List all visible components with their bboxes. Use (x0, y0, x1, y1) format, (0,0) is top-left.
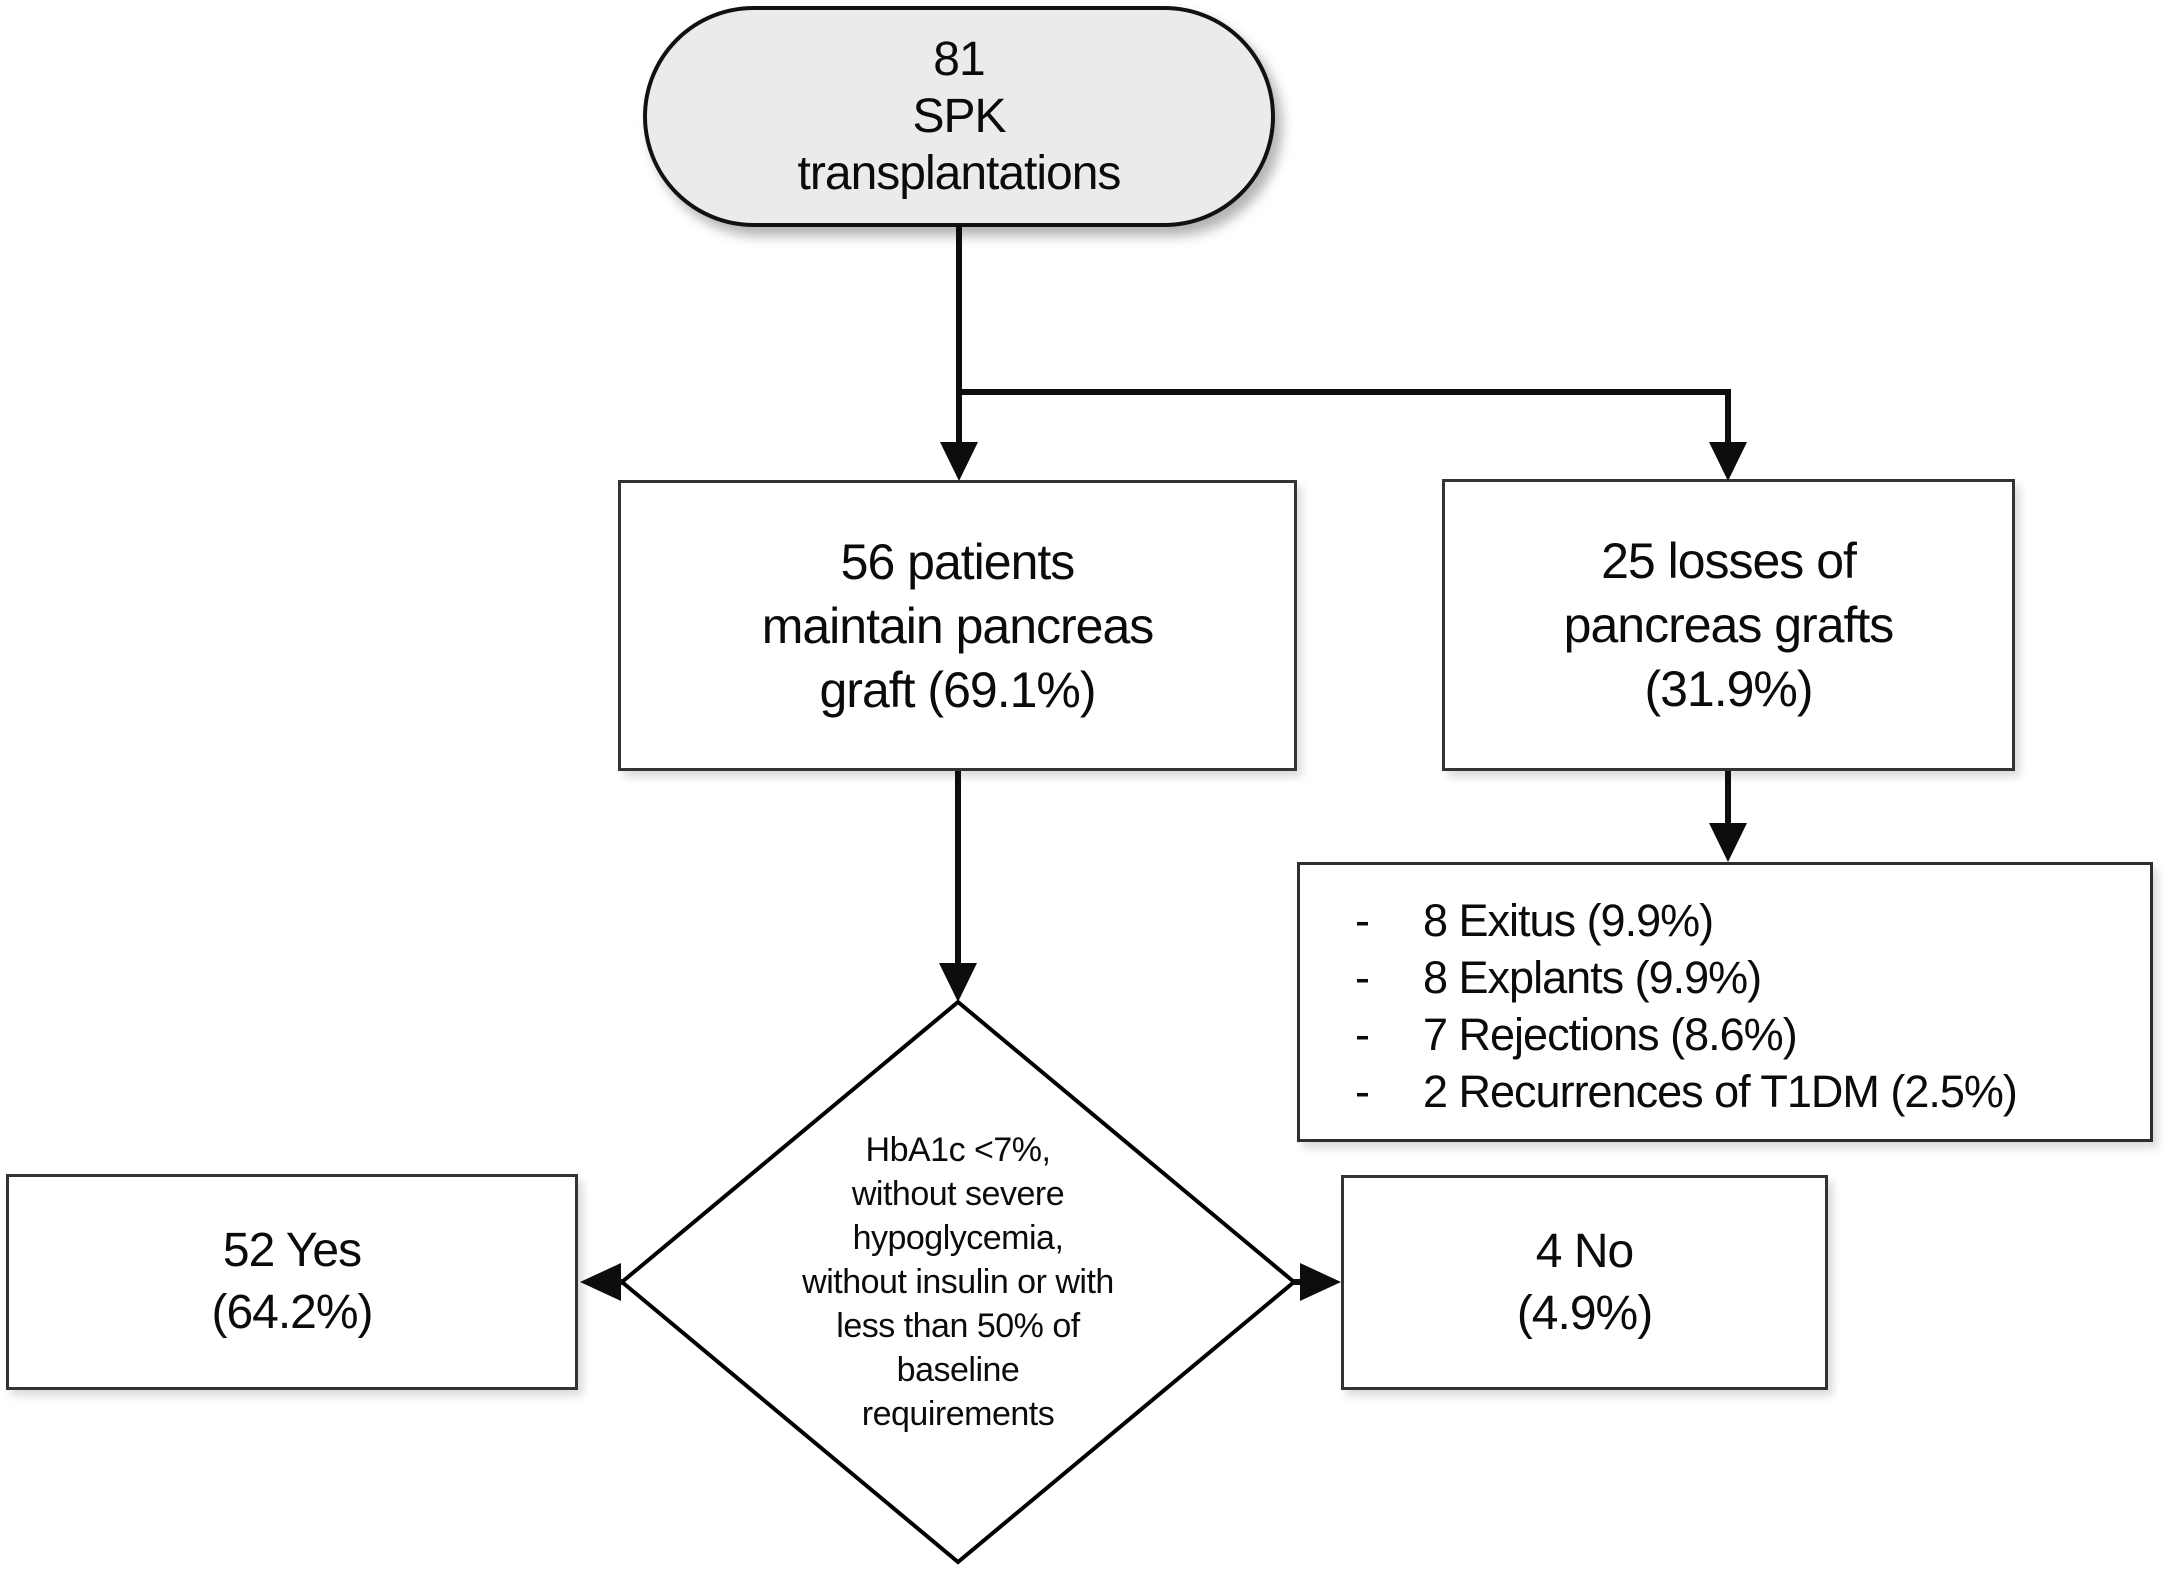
bullet-dash: - (1355, 952, 1370, 1003)
list-item-text: 7 Rejections (8.6%) (1423, 1009, 1798, 1060)
node-yes-result-label: 52 Yes (64.2%) (211, 1224, 373, 1339)
list-item-text: 8 Explants (9.9%) (1423, 952, 1762, 1003)
bullet-dash: - (1355, 1009, 1370, 1060)
node-no-result: 4 No (4.9%) (1341, 1175, 1828, 1390)
arrowhead-down-maintain-icon (940, 442, 978, 481)
arrowhead-down-losses-icon (1709, 442, 1747, 481)
list-item-text: 8 Exitus (9.9%) (1423, 895, 1714, 946)
bullet-dash: - (1355, 895, 1370, 946)
node-no-result-label: 4 No (4.9%) (1516, 1224, 1653, 1340)
list-item: - 8 Exitus (9.9%) (1355, 892, 2017, 949)
node-loss-breakdown-list: - 8 Exitus (9.9%) - 8 Explants (9.9%) - … (1297, 862, 2153, 1142)
node-losses-pancreas-grafts: 25 losses of pancreas grafts (31.9%) (1442, 479, 2015, 771)
arrowhead-left-yes-icon (580, 1263, 621, 1301)
bullet-dash: - (1355, 1066, 1370, 1117)
list-item: - 2 Recurrences of T1DM (2.5%) (1355, 1063, 2018, 1120)
list-item: - 8 Explants (9.9%) (1355, 949, 2017, 1006)
arrowhead-down-breakdown-icon (1709, 823, 1747, 862)
node-spk-transplantations-label: 81 SPK transplantations (797, 33, 1122, 200)
list-item: - 7 Rejections (8.6%) (1355, 1006, 2017, 1063)
list-item-text: 2 Recurrences of T1DM (2.5%) (1423, 1066, 2018, 1117)
loss-breakdown-items: - 8 Exitus (9.9%) - 8 Explants (9.9%) - … (1355, 892, 2018, 1120)
node-losses-pancreas-grafts-label: 25 losses of pancreas grafts (31.9%) (1563, 533, 1895, 717)
node-yes-result: 52 Yes (64.2%) (6, 1174, 578, 1390)
arrowhead-right-no-icon (1300, 1263, 1341, 1301)
node-maintain-pancreas-graft: 56 patients maintain pancreas graft (69.… (618, 480, 1297, 771)
arrowhead-down-decision-icon (939, 963, 977, 1002)
decision-diamond-label: HbA1c <7%, without severe hypoglycemia, … (802, 1131, 1114, 1433)
node-maintain-pancreas-graft-label: 56 patients maintain pancreas graft (69.… (761, 533, 1155, 718)
node-spk-transplantations: 81 SPK transplantations (643, 6, 1275, 227)
